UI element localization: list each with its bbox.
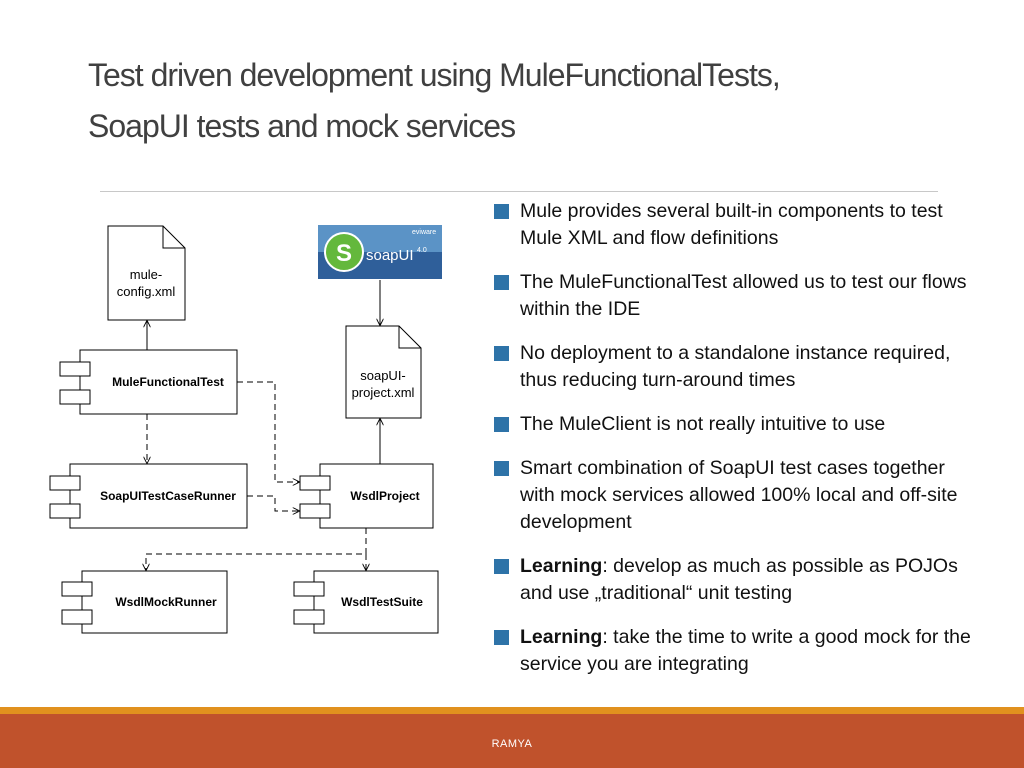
bullet-text: The MuleFunctionalTest allowed us to tes…	[520, 271, 967, 320]
soapui-logo-glyph: S	[336, 240, 352, 267]
bullet-text: No deployment to a standalone instance r…	[520, 342, 951, 391]
bullet-item-5: Smart combination of SoapUI test cases t…	[492, 455, 972, 536]
mule-config-doc-line2: config.xml	[117, 284, 176, 299]
slide-title-line2: SoapUI tests and mock services	[88, 108, 516, 144]
uml-component-diagram: mule- config.xml S soapUI 4.0 eviware so…	[49, 225, 442, 634]
component-soapui-testcase-runner: SoapUITestCaseRunner	[49, 463, 248, 529]
bullet-bold: Learning	[520, 555, 603, 577]
soapui-logo-vendor: eviware	[412, 229, 436, 236]
bullet-item-1: Mule provides several built-in component…	[492, 198, 972, 252]
footer-band	[0, 714, 1024, 768]
mule-config-doc-line1: mule-	[130, 267, 163, 282]
bullet-text: : take the time to write a good mock for…	[520, 626, 971, 675]
bullet-item-6: Learning: develop as much as possible as…	[492, 553, 972, 607]
soapui-logo: S soapUI 4.0 eviware	[318, 225, 442, 279]
bullet-item-4: The MuleClient is not really intuitive t…	[492, 411, 972, 438]
bullet-square-icon	[494, 417, 509, 432]
component-mule-functional-test: MuleFunctionalTest	[59, 349, 238, 415]
bullet-item-7: Learning: take the time to write a good …	[492, 624, 972, 678]
title-divider	[100, 191, 938, 192]
slide-title-line1: Test driven development using MuleFuncti…	[88, 57, 781, 93]
soapui-project-doc: soapUI- project.xml	[345, 325, 422, 419]
component-wsdl-mock-runner: WsdlMockRunner	[61, 570, 228, 634]
mule-config-doc: mule- config.xml	[107, 225, 186, 321]
diagram-connectors	[146, 280, 380, 570]
bullet-text: Smart combination of SoapUI test cases t…	[520, 457, 958, 533]
bullet-square-icon	[494, 559, 509, 574]
bullet-item-3: No deployment to a standalone instance r…	[492, 340, 972, 394]
soapui-project-doc-line1: soapUI-	[360, 368, 406, 383]
soapui-project-doc-line2: project.xml	[352, 385, 415, 400]
bullet-text: : develop as much as possible as POJOs a…	[520, 555, 958, 604]
component-wsdl-test-suite-label: WsdlTestSuite	[341, 595, 423, 609]
component-soapui-testcase-runner-label: SoapUITestCaseRunner	[100, 489, 236, 503]
arrow-runner-to-wsdlproject	[247, 495, 299, 511]
bullet-square-icon	[494, 204, 509, 219]
arrow-wsdlproject-split	[146, 528, 367, 570]
bullet-list: Mule provides several built-in component…	[492, 198, 972, 695]
slide-title: Test driven development using MuleFuncti…	[88, 50, 968, 152]
bullet-square-icon	[494, 630, 509, 645]
component-wsdl-project-label: WsdlProject	[350, 489, 419, 503]
component-wsdl-project: WsdlProject	[299, 463, 434, 529]
bullet-square-icon	[494, 346, 509, 361]
soapui-logo-version: 4.0	[417, 247, 427, 254]
component-mule-functional-test-label: MuleFunctionalTest	[112, 375, 224, 389]
component-wsdl-test-suite: WsdlTestSuite	[293, 570, 439, 634]
bullet-text: Mule provides several built-in component…	[520, 200, 943, 249]
bullet-square-icon	[494, 461, 509, 476]
bullet-bold: Learning	[520, 626, 603, 648]
soapui-logo-text: soapUI	[366, 247, 414, 264]
bullet-square-icon	[494, 275, 509, 290]
arrow-mft-to-wsdlproject	[237, 381, 299, 482]
component-wsdl-mock-runner-label: WsdlMockRunner	[115, 595, 217, 609]
footer-accent-stripe	[0, 707, 1024, 714]
bullet-text: The MuleClient is not really intuitive t…	[520, 413, 886, 435]
footer-author: RAMYA	[491, 738, 533, 750]
bullet-item-2: The MuleFunctionalTest allowed us to tes…	[492, 269, 972, 323]
